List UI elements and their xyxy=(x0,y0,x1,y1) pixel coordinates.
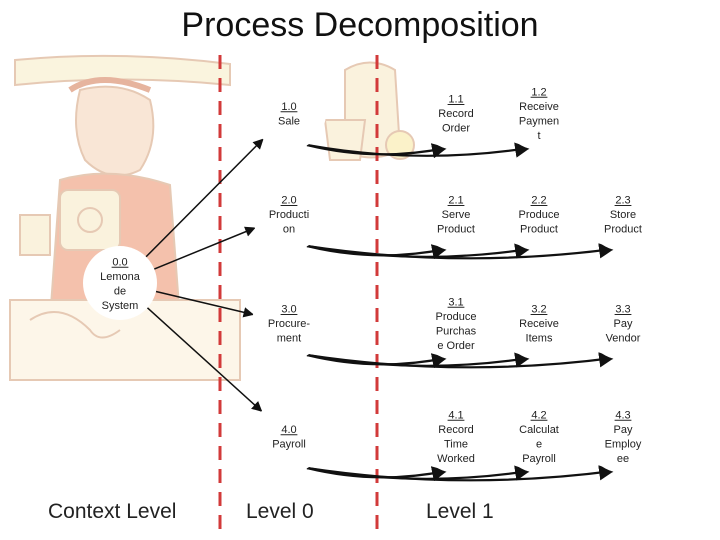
process-number: 3.1 xyxy=(448,296,463,308)
process-name-line: Produce xyxy=(436,311,477,323)
process-name-line: Order xyxy=(442,123,470,135)
process-number: 4.2 xyxy=(531,409,546,421)
process-name-line: t xyxy=(537,130,540,142)
process-number: 2.3 xyxy=(615,195,630,207)
process-name-line: Pay xyxy=(614,318,633,330)
process-name-line: Record xyxy=(438,108,473,120)
process-number: 2.1 xyxy=(448,195,463,207)
process-name-line: Pay xyxy=(614,424,633,436)
process-name-line: Payroll xyxy=(522,453,556,465)
process-name-line: Record xyxy=(438,424,473,436)
context-level-label: Context Level xyxy=(48,500,177,523)
process-name-line: Vendor xyxy=(606,333,641,345)
process-number: 0.0 xyxy=(112,256,127,268)
connector-n3_3 xyxy=(306,352,615,369)
level-1-label: Level 1 xyxy=(426,500,494,523)
process-number: 1.2 xyxy=(531,86,546,98)
process-number: 2.2 xyxy=(531,195,546,207)
level-0-label: Level 0 xyxy=(246,500,314,523)
process-name-line: Items xyxy=(526,333,553,345)
process-name-line: ee xyxy=(617,453,629,465)
connector-n1_2 xyxy=(306,142,531,158)
process-name-line: Purchas xyxy=(436,325,477,337)
process-number: 4.1 xyxy=(448,409,463,421)
process-name-line: Product xyxy=(437,224,475,236)
process-name-line: Employ xyxy=(605,438,642,450)
process-name-line: e Order xyxy=(437,340,475,352)
process-name-line: Worked xyxy=(437,453,475,465)
process-name-line: Paymen xyxy=(519,115,559,127)
process-number: 3.0 xyxy=(281,304,296,316)
process-name-line: Product xyxy=(604,224,642,236)
process-name-line: on xyxy=(283,224,295,236)
process-name-line: Producti xyxy=(269,209,309,221)
process-name-line: Payroll xyxy=(272,438,306,450)
connector-n2_0 xyxy=(153,226,256,270)
connector-n4_3 xyxy=(306,465,615,482)
process-name-line: Procure- xyxy=(268,318,311,330)
process-name-line: ment xyxy=(277,333,301,345)
connector-n3_0 xyxy=(155,290,255,318)
process-number: 4.3 xyxy=(615,409,630,421)
process-number: 2.0 xyxy=(281,195,296,207)
process-name-line: Calculat xyxy=(519,424,559,436)
process-name-line: Time xyxy=(444,438,468,450)
process-number: 3.2 xyxy=(531,304,546,316)
process-name-line: Product xyxy=(520,224,558,236)
process-name-line: Lemona xyxy=(100,271,141,283)
process-name-line: Store xyxy=(610,209,636,221)
process-name-line: System xyxy=(102,300,139,312)
process-number: 1.0 xyxy=(281,101,296,113)
connector-n2_3 xyxy=(306,243,615,260)
process-number: 3.3 xyxy=(615,304,630,316)
process-number: 1.1 xyxy=(448,94,463,106)
process-name-line: Sale xyxy=(278,115,300,127)
process-name-line: Produce xyxy=(519,209,560,221)
process-name-line: Receive xyxy=(519,318,559,330)
connector-n4_0 xyxy=(146,307,263,412)
process-number: 4.0 xyxy=(281,424,296,436)
process-name-line: Receive xyxy=(519,101,559,113)
page-title: Process Decomposition xyxy=(181,6,539,44)
process-name-line: e xyxy=(536,438,542,450)
connector-n1_0 xyxy=(145,138,264,258)
process-name-line: de xyxy=(114,285,126,297)
process-name-line: Serve xyxy=(442,209,471,221)
